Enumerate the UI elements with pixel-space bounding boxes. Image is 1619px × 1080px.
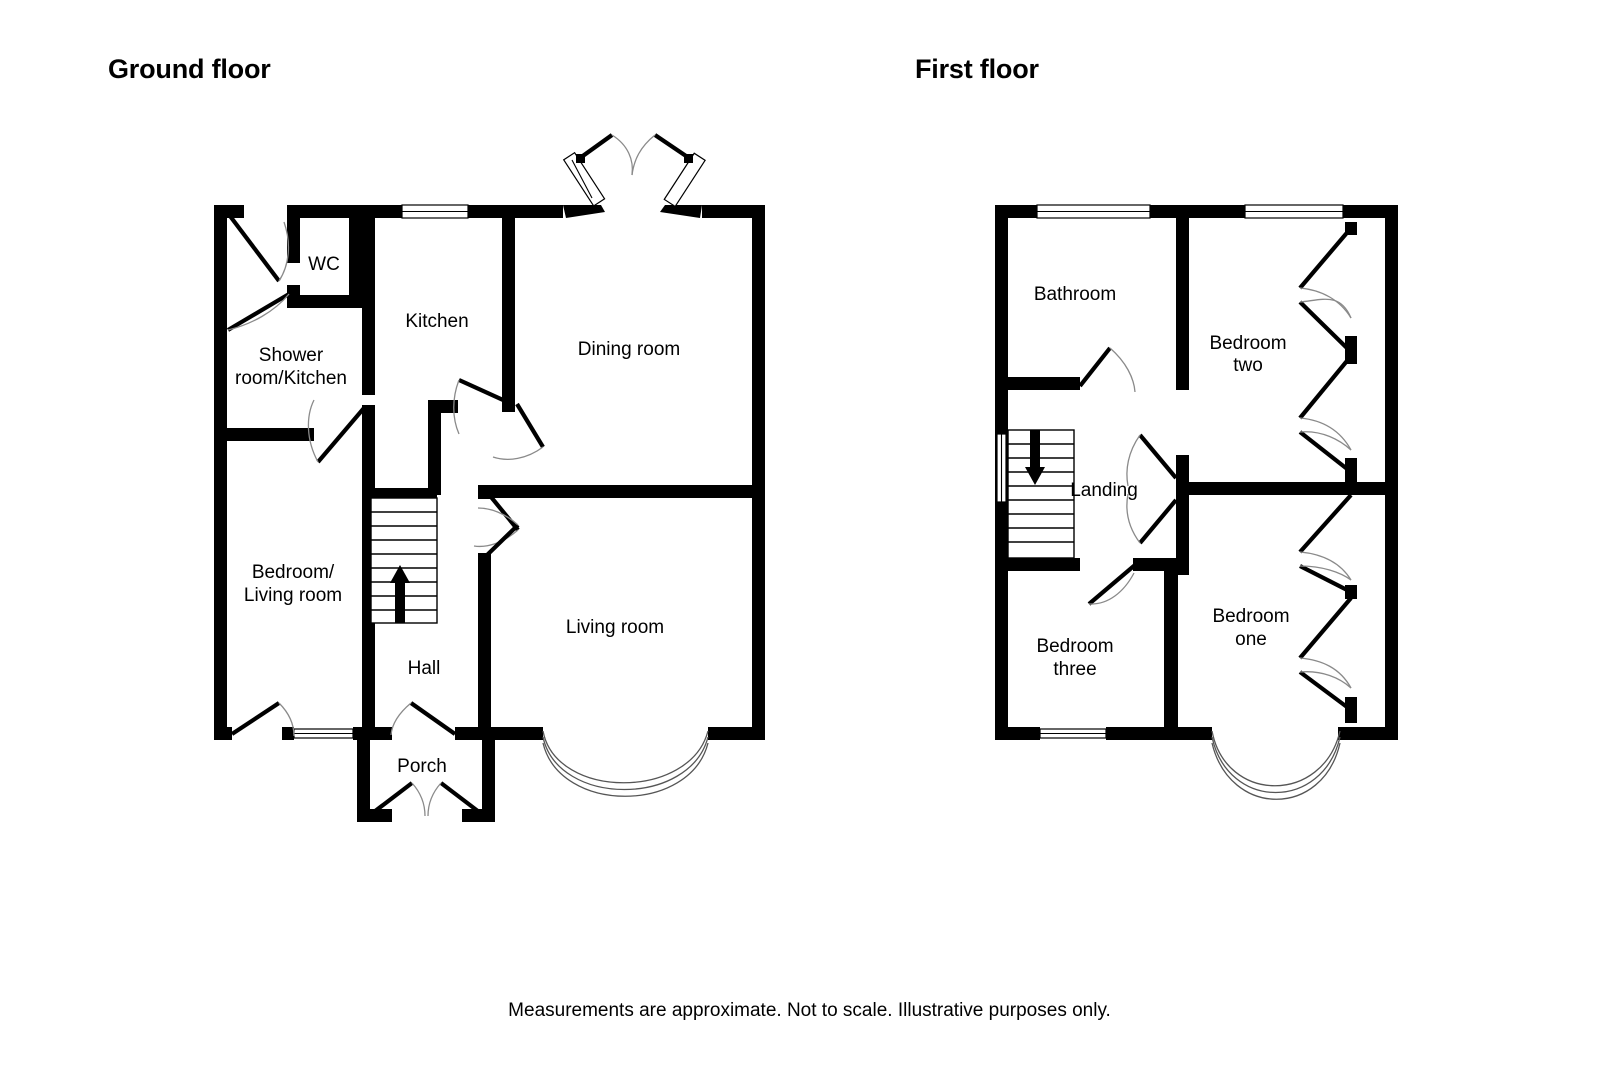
door-bathroom	[1078, 346, 1136, 393]
window-kitchen	[401, 204, 469, 219]
room-label-bedroom-two-line2: two	[1233, 355, 1263, 376]
first-floor-plan: Bathroom Bedroom two Landing Bedroom thr…	[995, 204, 1398, 800]
door-bedroom-three	[1087, 563, 1137, 606]
first-floor-windows	[996, 204, 1344, 739]
stair-direction-up-arrow	[390, 565, 410, 623]
door-porch-right	[427, 781, 489, 820]
door-living-hall	[473, 490, 520, 548]
window-bedroom-living-room	[293, 728, 354, 739]
door-bedroom-two	[1126, 433, 1178, 487]
stair-direction-down-arrow	[1025, 430, 1045, 485]
room-label-wc: WC	[308, 254, 340, 275]
french-doors-dining-room	[562, 133, 706, 218]
disclaimer-note: Measurements are approximate. Not to sca…	[508, 1000, 1111, 1021]
bay-window-living-room	[542, 730, 709, 797]
door-dining-hall	[492, 402, 545, 460]
room-label-bedroom-one-line2: one	[1235, 629, 1267, 650]
room-label-bedroom-two-line1: Bedroom	[1209, 333, 1286, 354]
room-label-bedroom-one-line1: Bedroom	[1212, 606, 1289, 627]
door-bedroom-living-front	[230, 701, 295, 737]
staircase-first-down	[1007, 429, 1075, 559]
room-label-hall: Hall	[408, 658, 441, 679]
room-label-bedroom-living-room-line1: Bedroom/	[252, 562, 335, 583]
ground-floor-walls	[214, 205, 765, 822]
room-label-shower-room-kitchen-line2: room/Kitchen	[235, 368, 347, 389]
room-label-landing: Landing	[1070, 480, 1138, 501]
door-external-rear	[225, 210, 290, 283]
window-bathroom	[1036, 204, 1151, 219]
ground-floor-plan: WC Shower room/Kitchen Kitchen Dining ro…	[214, 133, 765, 822]
room-label-shower-room-kitchen-line1: Shower	[259, 345, 324, 366]
door-bedroom-one	[1126, 493, 1178, 545]
room-label-bedroom-living-room-line2: Living room	[244, 585, 342, 606]
room-label-bedroom-three-line1: Bedroom	[1036, 636, 1113, 657]
door-kitchen-hall	[453, 378, 513, 435]
door-shower-room	[307, 399, 366, 464]
bay-window-bedroom-one	[1211, 730, 1341, 800]
room-label-dining-room: Dining room	[578, 339, 680, 360]
window-landing-stairwell	[996, 433, 1007, 503]
ground-floor-doors	[225, 210, 545, 820]
ground-floor-windows	[293, 204, 469, 739]
first-floor-title: First floor	[915, 54, 1039, 84]
room-label-bedroom-three-line2: three	[1053, 659, 1096, 680]
staircase-ground-up	[370, 497, 438, 624]
door-wc	[226, 292, 291, 332]
wardrobe-doors-bedroom-two	[1298, 222, 1357, 486]
door-living-hall-lower	[477, 507, 520, 560]
first-floor-doors	[1078, 346, 1178, 606]
room-label-living-room: Living room	[566, 617, 664, 638]
window-bedroom-three	[1039, 728, 1107, 739]
door-hall-porch	[390, 701, 457, 736]
room-label-bathroom: Bathroom	[1034, 284, 1116, 305]
window-bedroom-two	[1244, 204, 1344, 219]
door-porch-left	[364, 781, 426, 820]
wardrobe-doors-bedroom-one	[1298, 493, 1357, 723]
ground-floor-title: Ground floor	[108, 54, 271, 84]
room-label-porch: Porch	[397, 756, 447, 777]
room-label-kitchen: Kitchen	[405, 311, 468, 332]
